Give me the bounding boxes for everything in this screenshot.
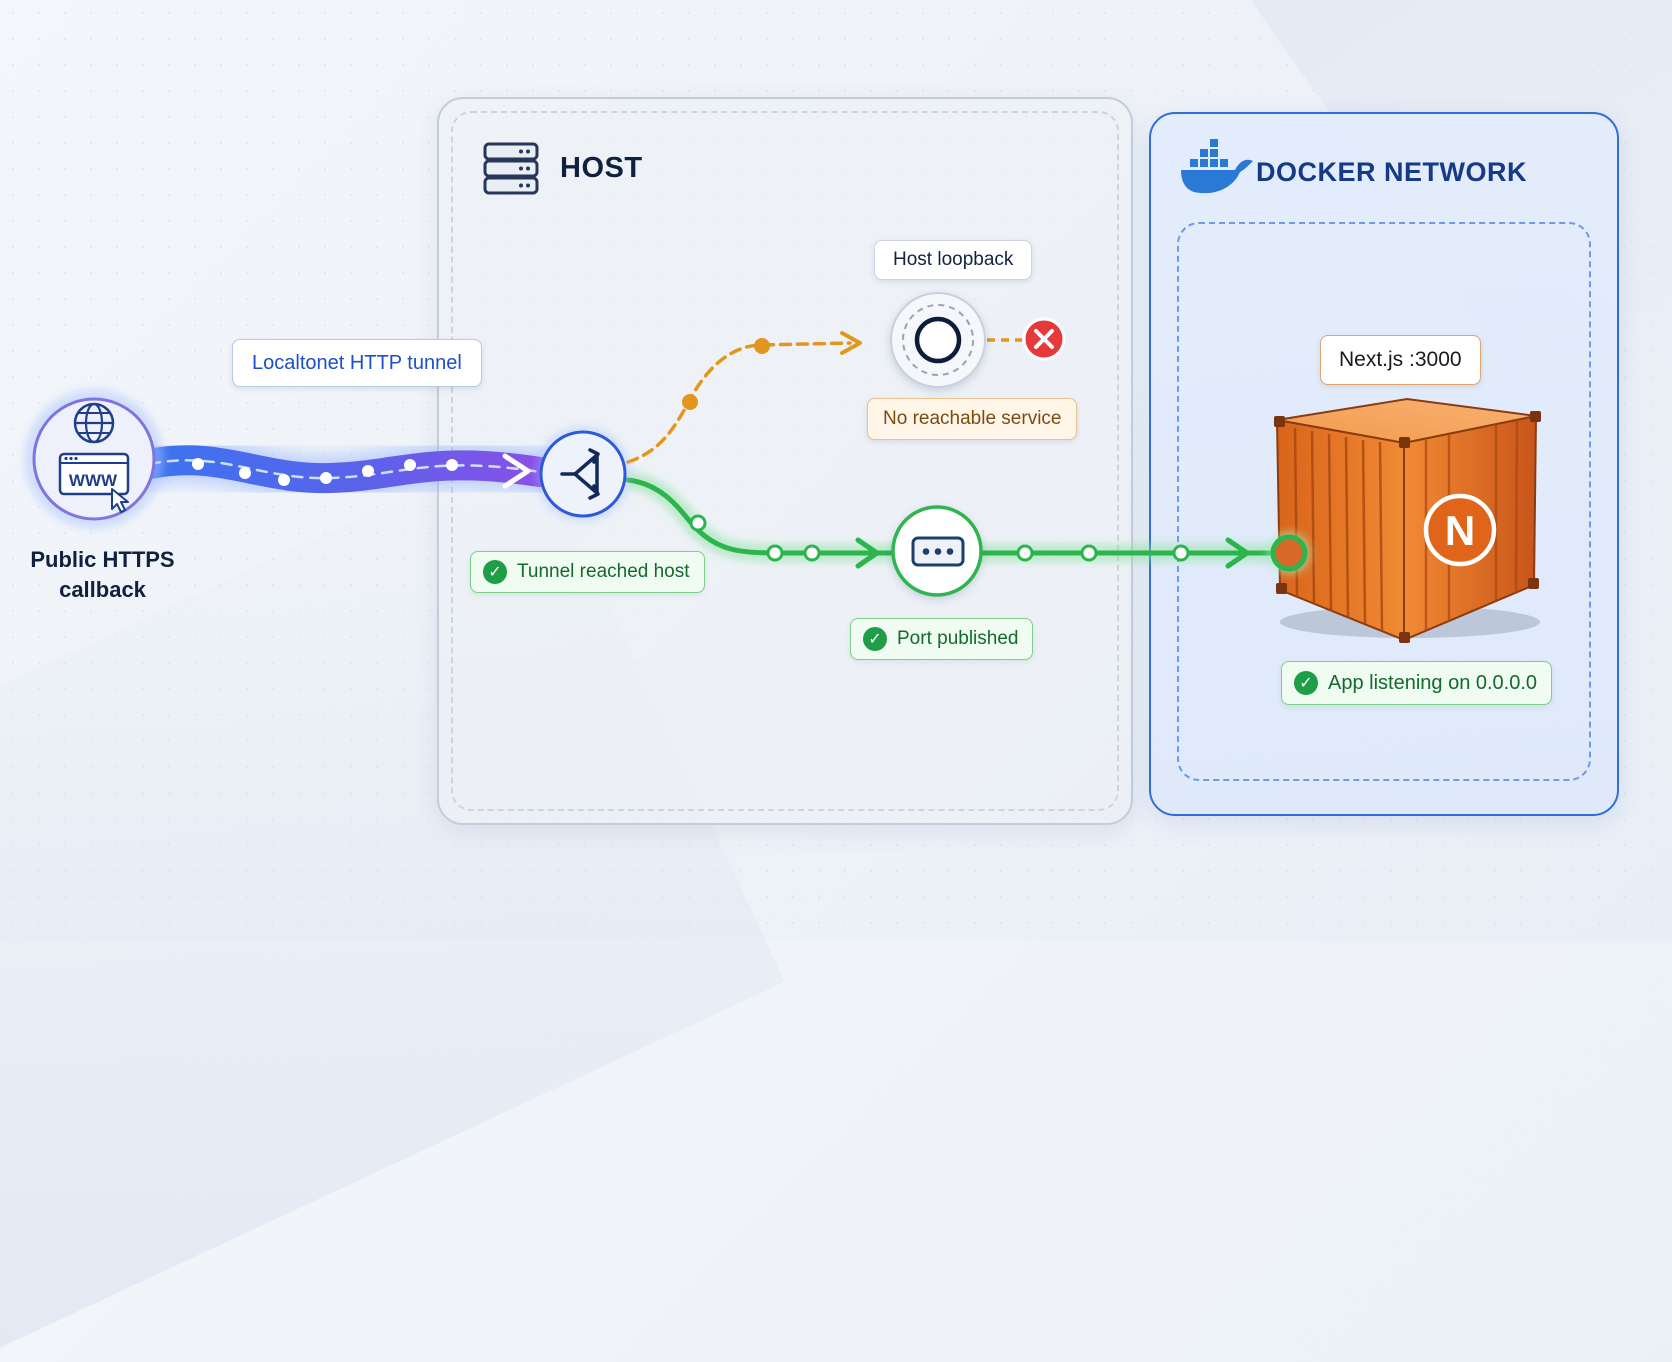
server-rack-icon — [483, 142, 539, 195]
app-status-badge: ✓ App listening on 0.0.0.0 — [1281, 661, 1553, 705]
shipping-container-icon: N — [1274, 397, 1541, 643]
tunnel-router-node — [535, 426, 631, 522]
tunnel-status-badge: ✓ Tunnel reached host — [470, 551, 705, 593]
port-status-text: Port published — [897, 628, 1019, 649]
svg-text:WWW: WWW — [69, 471, 118, 490]
x-circle-icon — [1022, 317, 1066, 361]
globe-www-cursor-icon: WWW — [58, 402, 130, 513]
diagram-canvas: WWW — [24, 139, 1541, 643]
published-port-path — [625, 471, 1283, 569]
tunnel-status-text: Tunnel reached host — [517, 561, 690, 582]
loopback-failed-path — [626, 331, 1022, 464]
docker-network-title: DOCKER NETWORK — [1256, 157, 1527, 187]
app-status-text: App listening on 0.0.0.0 — [1328, 671, 1538, 694]
app-port-ring — [1267, 531, 1311, 575]
docker-network-inner-border — [1177, 222, 1591, 781]
port-dots-icon — [891, 505, 983, 597]
tunnel-label: Localtonet HTTP tunnel — [232, 339, 482, 387]
check-icon: ✓ — [1294, 671, 1318, 695]
loopback-ring-icon — [890, 292, 986, 388]
svg-text:N: N — [1445, 507, 1475, 554]
check-icon: ✓ — [863, 627, 887, 651]
public-https-endpoint: WWW — [24, 389, 164, 529]
port-status-badge: ✓ Port published — [850, 618, 1034, 660]
docker-whale-icon — [1181, 139, 1253, 194]
public-https-label: Public HTTPS callback — [30, 547, 175, 602]
fork-route-icon — [560, 448, 600, 500]
host-loopback-label: Host loopback — [874, 240, 1033, 280]
host-title: HOST — [560, 152, 643, 184]
nextjs-logo-icon: N — [1423, 493, 1497, 567]
nextjs-port-label: Next.js :3000 — [1320, 335, 1481, 385]
no-reachable-service-badge: No reachable service — [867, 398, 1078, 440]
tunnel-tube — [128, 438, 562, 501]
check-icon: ✓ — [483, 560, 507, 584]
